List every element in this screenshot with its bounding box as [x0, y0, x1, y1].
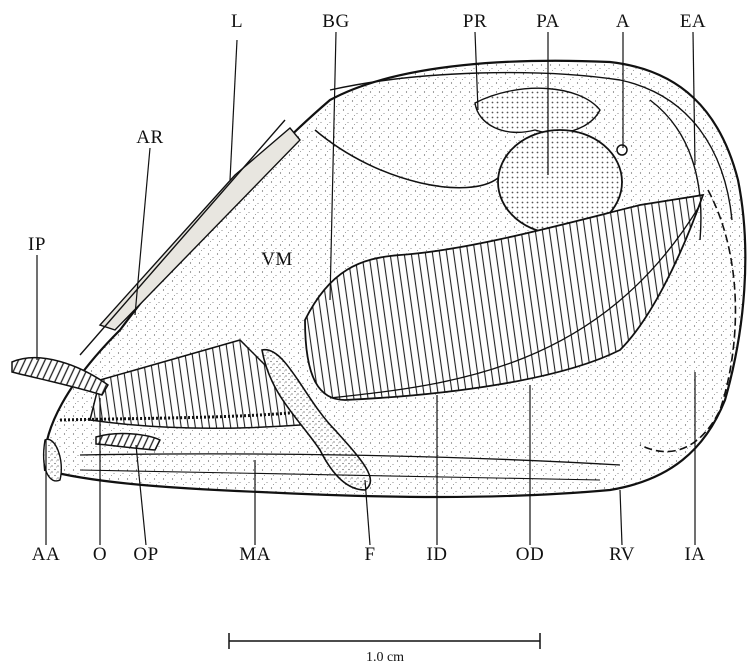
label-aa: AA: [32, 544, 60, 565]
label-o: O: [93, 544, 107, 565]
label-op: OP: [133, 544, 158, 565]
label-id: ID: [426, 544, 447, 565]
scale-bar: 1.0 cm: [229, 633, 540, 665]
label-pa: PA: [536, 11, 560, 32]
anus: [617, 145, 627, 155]
label-ea: EA: [680, 11, 706, 32]
label-ligament: L: [231, 11, 243, 32]
label-ar: AR: [136, 127, 163, 148]
label-rv: RV: [609, 544, 635, 565]
label-vm: VM: [261, 249, 293, 270]
scale-bar-label: 1.0 cm: [366, 650, 404, 665]
label-od: OD: [516, 544, 544, 565]
label-ia: IA: [684, 544, 705, 565]
label-a: A: [616, 11, 630, 32]
label-pr: PR: [463, 11, 487, 32]
label-bg: BG: [322, 11, 349, 32]
label-ma: MA: [239, 544, 271, 565]
label-ip: IP: [28, 234, 46, 255]
label-f: F: [364, 544, 375, 565]
